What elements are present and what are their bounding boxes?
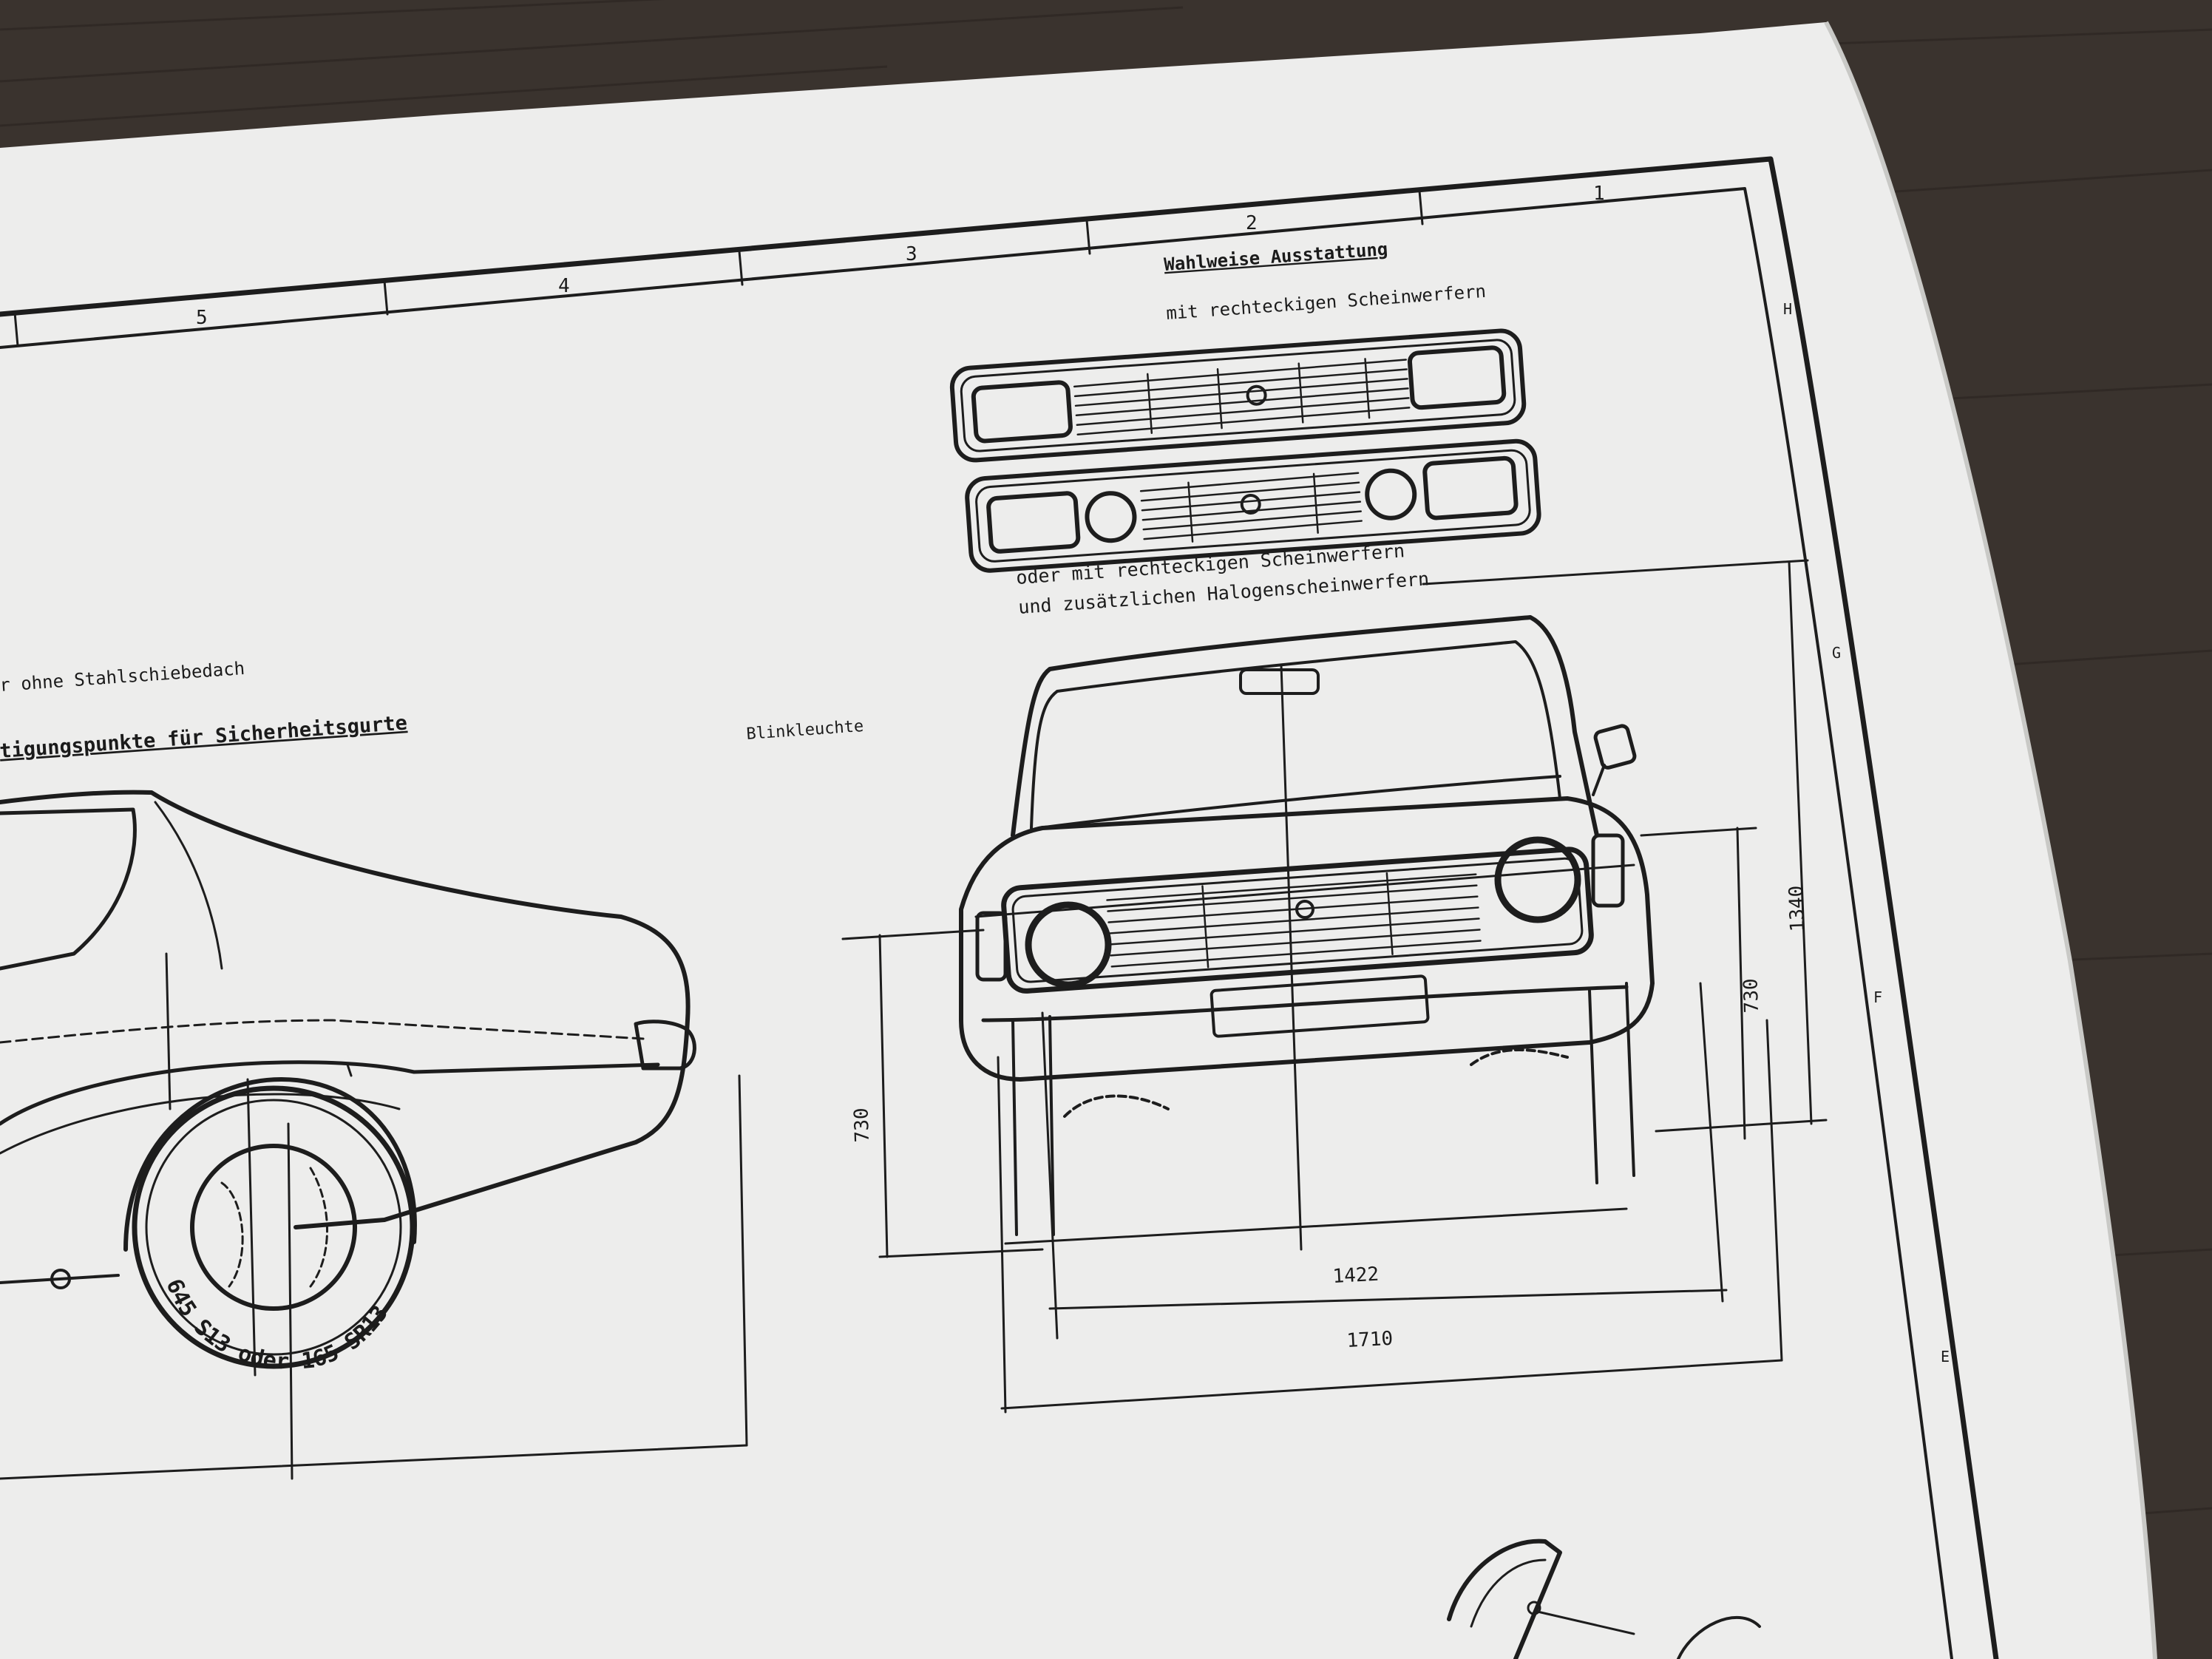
dimension-labels: 1340 730 730 1422 1710 (850, 885, 1809, 1352)
grille-option-2-drawing (965, 438, 1541, 573)
dim-track: 1422 (1332, 1263, 1380, 1288)
dim-height-right: 730 (1740, 978, 1763, 1014)
grid-col-3: 3 (906, 243, 917, 265)
car-front-view (959, 615, 1655, 1251)
grille-option-1-drawing (949, 328, 1527, 463)
dim-width-total: 1710 (1346, 1328, 1394, 1352)
grid-col-5: 5 (196, 307, 208, 329)
grid-row-f: F (1873, 988, 1882, 1006)
side-view-wheel (0, 1078, 415, 1480)
drawing-frame (0, 156, 1999, 1659)
grid-row-g: G (1832, 644, 1841, 662)
grid-row-e: E (1941, 1348, 1950, 1365)
grid-col-1: 1 (1593, 183, 1605, 205)
grid-col-2: 2 (1246, 212, 1258, 234)
grid-column-labels: 1 2 3 4 5 (196, 183, 1605, 329)
grid-row-labels: H G F E (1783, 300, 1950, 1365)
front-view-dimensions (841, 559, 1828, 1414)
grid-col-4: 4 (558, 275, 570, 297)
detail-drawing-partial (1447, 1538, 1761, 1659)
dim-height-left: 730 (850, 1107, 874, 1143)
grid-row-h: H (1783, 300, 1792, 318)
dim-height-total: 1340 (1785, 885, 1809, 932)
car-side-view (0, 790, 696, 1252)
paper-sheet (0, 21, 2157, 1659)
side-view-baseline (0, 1063, 748, 1480)
